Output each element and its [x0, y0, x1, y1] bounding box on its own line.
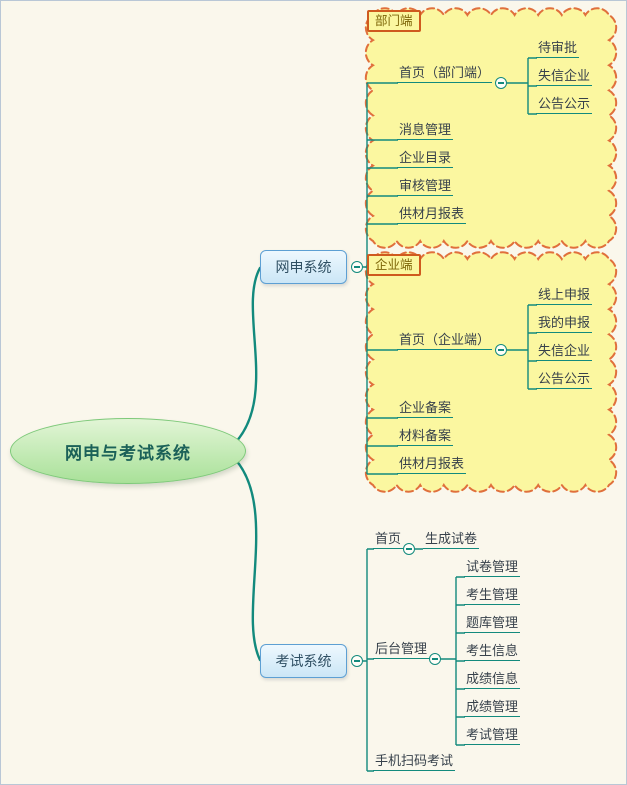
subtopic-announcement-ent[interactable]: 公告公示 — [536, 369, 593, 389]
ent-boundary-label[interactable]: 企业端 — [367, 254, 421, 276]
webapp-system-label: 网申系统 — [275, 259, 332, 275]
webapp-children-connectors — [363, 82, 398, 475]
exam-children-connectors — [363, 548, 465, 772]
subtopic-candidate-mgmt[interactable]: 考生管理 — [464, 585, 521, 605]
subtopic-generate-paper[interactable]: 生成试卷 — [423, 529, 480, 549]
collapse-icon-ent-home[interactable] — [495, 344, 507, 356]
ent-home-children-connectors — [507, 304, 537, 390]
collapse-icon-exam[interactable] — [351, 655, 363, 667]
subtopic-dishonest-company-dept[interactable]: 失信企业 — [536, 66, 593, 86]
topic-dept-home[interactable]: 首页（部门端） — [397, 63, 493, 83]
subtopic-online-application[interactable]: 线上申报 — [536, 285, 593, 305]
topic-company-record[interactable]: 企业备案 — [397, 398, 454, 418]
topic-material-monthly-report-dept[interactable]: 供材月报表 — [397, 204, 467, 224]
webapp-system-node[interactable]: 网申系统 — [260, 250, 347, 284]
collapse-icon-dept-home[interactable] — [495, 77, 507, 89]
topic-mobile-scan-exam[interactable]: 手机扫码考试 — [373, 751, 456, 771]
root-topic-label: 网申与考试系统 — [65, 443, 191, 463]
subtopic-question-bank-mgmt[interactable]: 题库管理 — [464, 613, 521, 633]
subtopic-pending-approval[interactable]: 待审批 — [536, 38, 580, 58]
subtopic-exam-mgmt[interactable]: 考试管理 — [464, 725, 521, 745]
topic-material-monthly-report-ent[interactable]: 供材月报表 — [397, 454, 467, 474]
subtopic-my-application[interactable]: 我的申报 — [536, 313, 593, 333]
subtopic-score-info[interactable]: 成绩信息 — [464, 669, 521, 689]
subtopic-paper-mgmt[interactable]: 试卷管理 — [464, 557, 521, 577]
topic-company-directory[interactable]: 企业目录 — [397, 148, 454, 168]
topic-audit-mgmt[interactable]: 审核管理 — [397, 176, 454, 196]
collapse-icon-webapp[interactable] — [351, 261, 363, 273]
subtopic-score-mgmt[interactable]: 成绩管理 — [464, 697, 521, 717]
subtopic-candidate-info[interactable]: 考生信息 — [464, 641, 521, 661]
topic-backend-mgmt[interactable]: 后台管理 — [373, 639, 430, 659]
dept-home-children-connectors — [507, 57, 537, 115]
dept-boundary-label[interactable]: 部门端 — [367, 10, 421, 32]
topic-exam-home[interactable]: 首页 — [373, 529, 404, 549]
collapse-icon-exam-home[interactable] — [403, 543, 415, 555]
collapse-icon-admin[interactable] — [429, 653, 441, 665]
root-to-exam-connector — [229, 453, 262, 662]
root-to-webapp-connector — [229, 266, 262, 449]
topic-material-record[interactable]: 材料备案 — [397, 426, 454, 446]
subtopic-dishonest-company-ent[interactable]: 失信企业 — [536, 341, 593, 361]
topic-message-mgmt[interactable]: 消息管理 — [397, 120, 454, 140]
subtopic-announcement-dept[interactable]: 公告公示 — [536, 94, 593, 114]
topic-ent-home[interactable]: 首页（企业端） — [397, 330, 493, 350]
exam-system-node[interactable]: 考试系统 — [260, 644, 347, 678]
root-topic[interactable]: 网申与考试系统 — [10, 418, 246, 484]
exam-system-label: 考试系统 — [275, 653, 332, 669]
